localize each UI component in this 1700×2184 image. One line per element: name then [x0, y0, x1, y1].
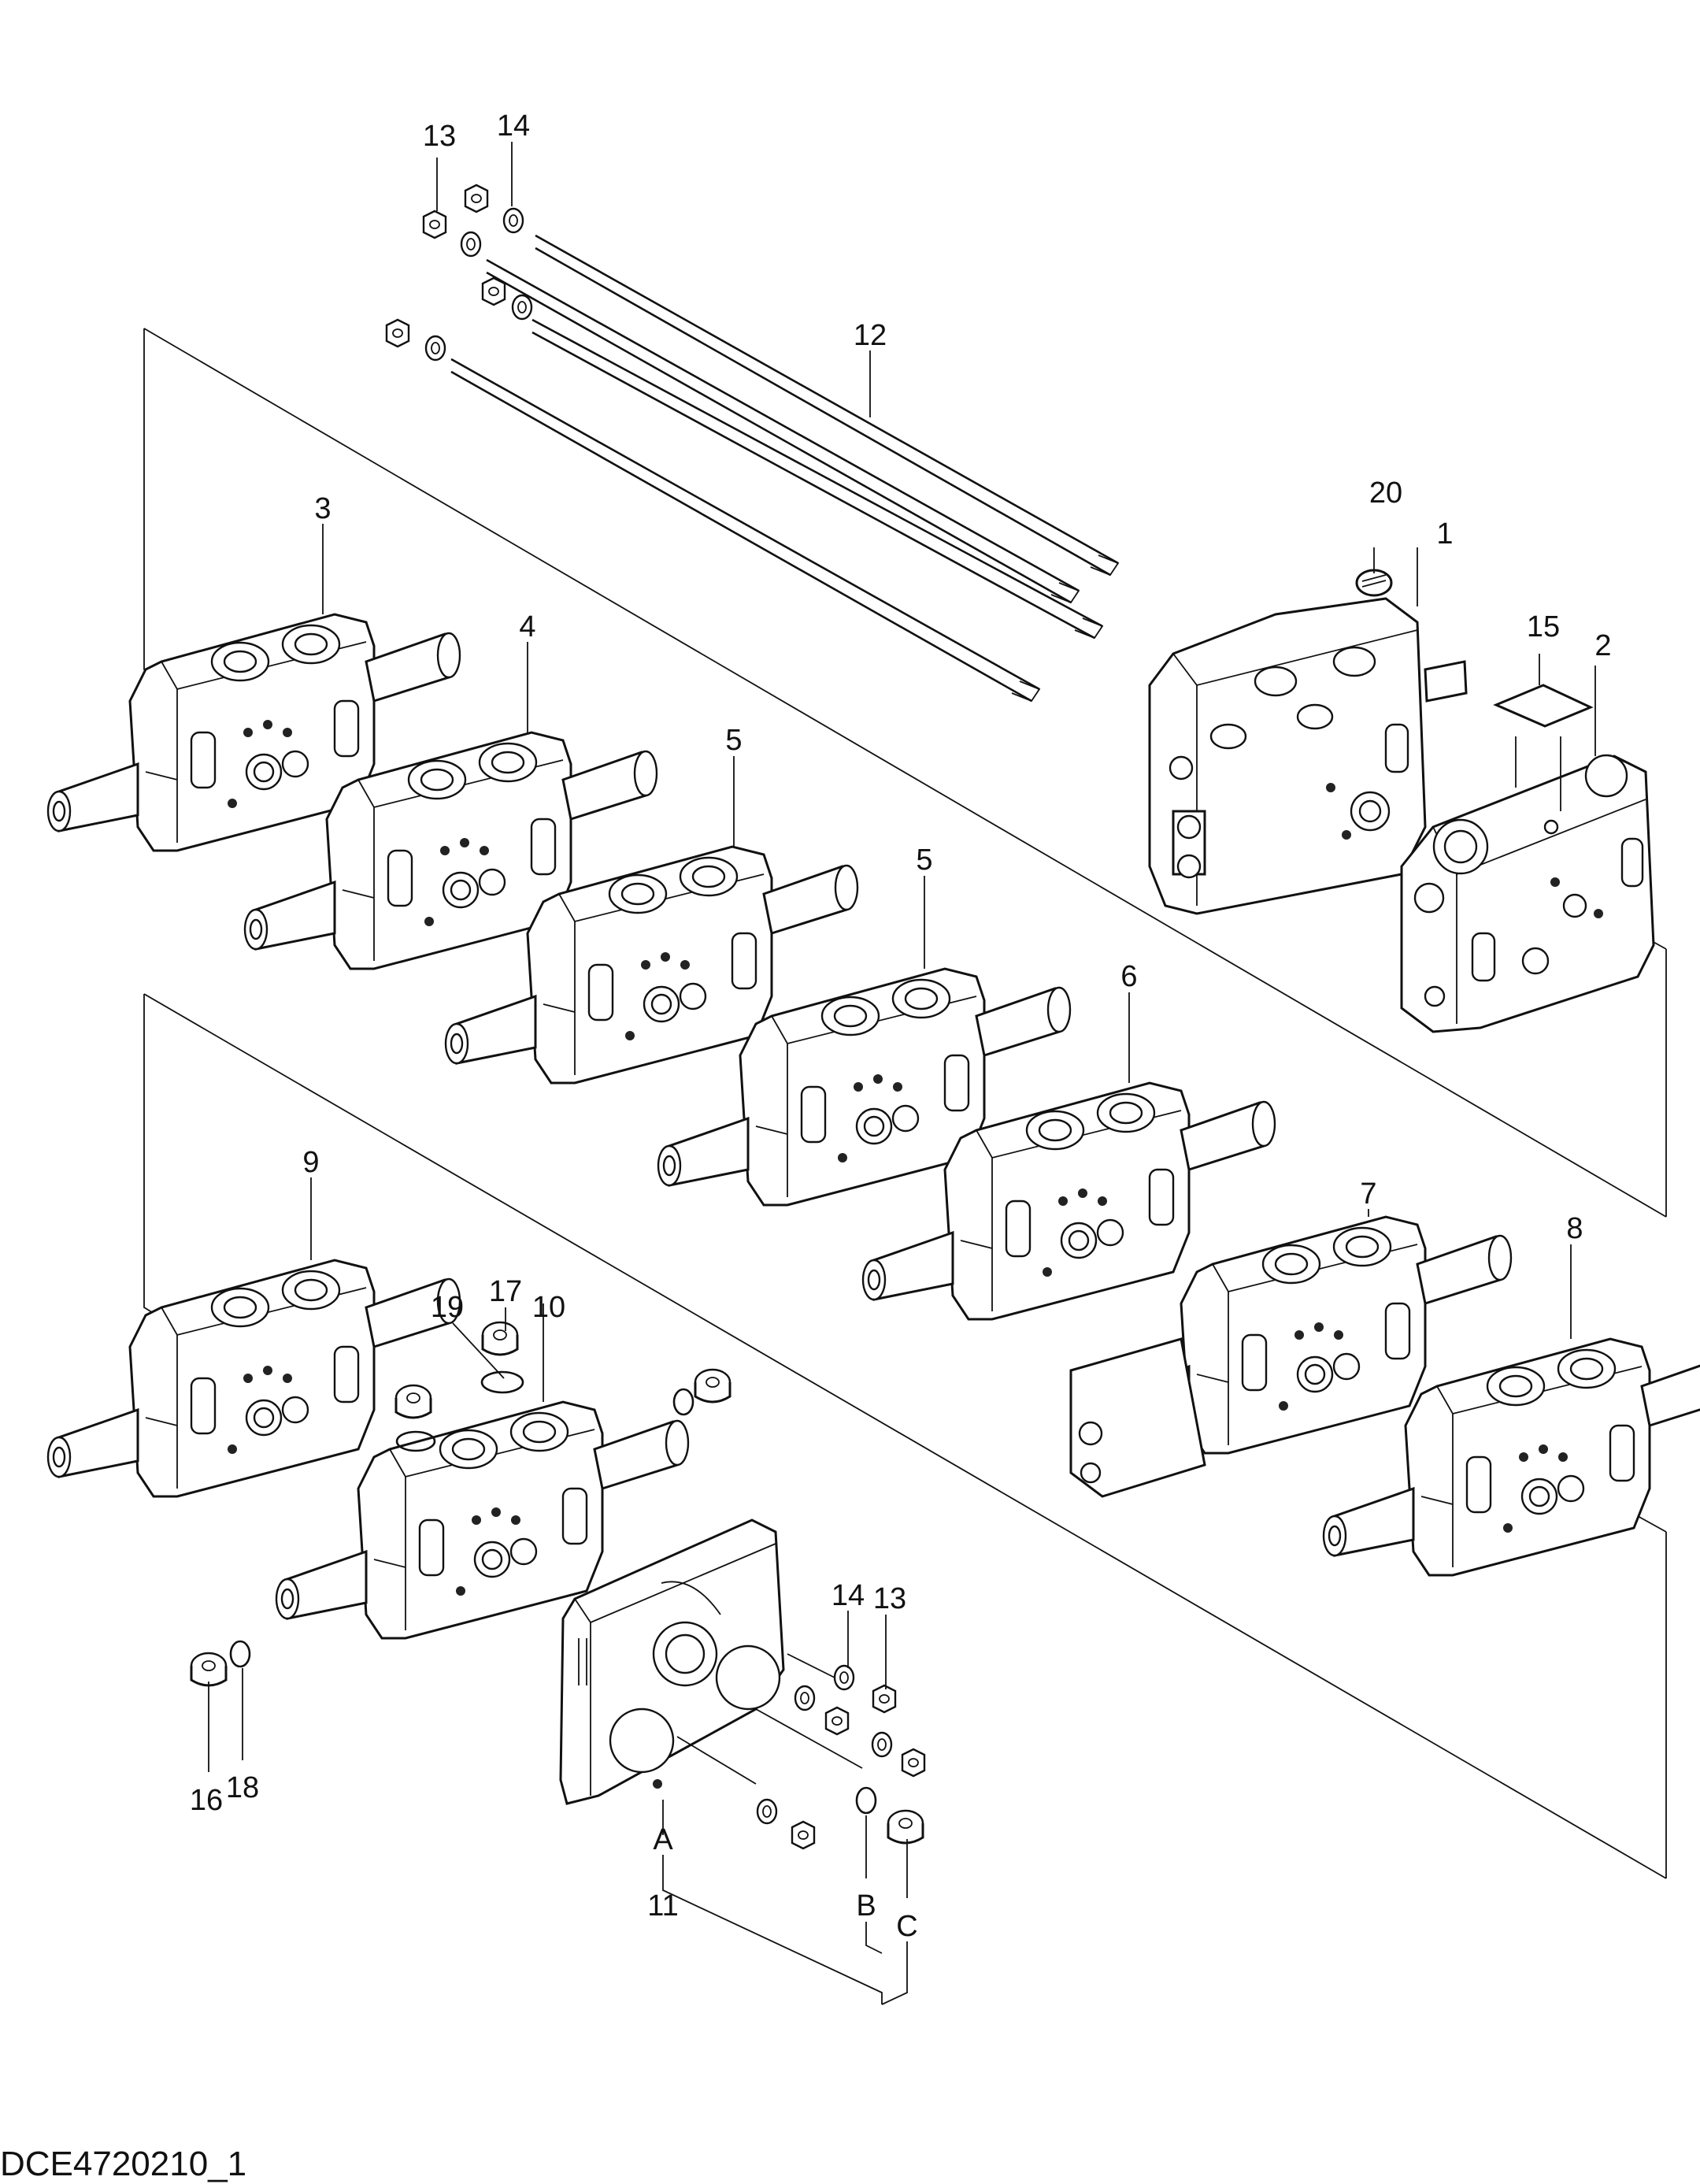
label-15 [1493, 684, 1594, 811]
callout-19: 19 [431, 1291, 464, 1324]
nameplate-20 [1355, 569, 1393, 597]
callout-C: C [896, 1910, 917, 1943]
callout-3: 3 [314, 492, 331, 525]
tie-rods [450, 234, 1120, 703]
callout-2: 2 [1594, 629, 1611, 662]
section-10-hardware [190, 1321, 731, 1687]
callout-B: B [856, 1889, 876, 1923]
plate-hardware [676, 1653, 926, 1850]
adapter-plate-11 [559, 1518, 785, 1805]
callout-13-bottom: 13 [873, 1582, 906, 1615]
end-section-2 [1400, 754, 1655, 1033]
drawing-code: DCE4720210_1 [0, 2145, 246, 2183]
callout-13-top: 13 [423, 120, 456, 153]
callout-9: 9 [302, 1146, 319, 1179]
callout-4: 4 [519, 610, 535, 643]
callout-10: 10 [532, 1291, 565, 1324]
callout-12: 12 [854, 319, 887, 352]
callout-14-top: 14 [497, 109, 530, 143]
callout-14-bottom: 14 [831, 1579, 865, 1612]
callout-17: 17 [489, 1275, 522, 1308]
callout-18: 18 [226, 1771, 259, 1804]
callout-16: 16 [190, 1784, 223, 1817]
callout-5b: 5 [916, 844, 932, 877]
callout-15: 15 [1527, 610, 1560, 643]
callout-8: 8 [1566, 1212, 1583, 1245]
assembly-guide-lines [143, 328, 1667, 1879]
callout-11: 11 [647, 1889, 678, 1923]
callout-5a: 5 [725, 724, 742, 757]
inlet-section-1 [1148, 597, 1468, 915]
callout-6: 6 [1120, 960, 1137, 993]
callout-A: A [653, 1823, 673, 1856]
callout-labels: 13 14 12 20 1 15 2 3 4 5 5 6 7 8 9 17 19… [190, 109, 1612, 1943]
callout-1: 1 [1436, 517, 1453, 551]
callout-7: 7 [1360, 1177, 1376, 1211]
section-7-relief-block [1069, 1337, 1206, 1498]
leader-lines [208, 142, 1596, 2005]
callout-20: 20 [1369, 476, 1402, 510]
